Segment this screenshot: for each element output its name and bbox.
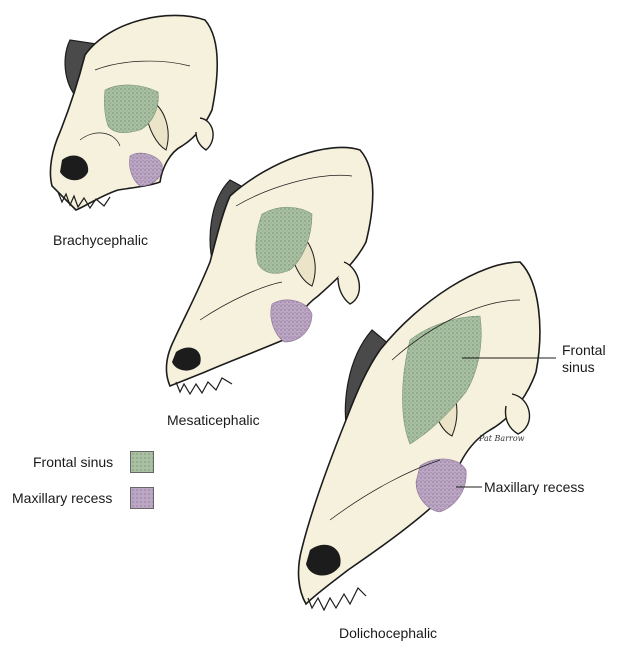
caption-dolichocephalic: Dolichocephalic <box>339 625 438 641</box>
callout-maxillary-recess: Maxillary recess <box>484 479 585 495</box>
callout-frontal-line2: sinus <box>562 359 595 375</box>
dolichocephalic-skull <box>297 261 541 612</box>
caption-mesaticephalic: Mesaticephalic <box>167 412 260 428</box>
brachy-teeth <box>57 191 111 210</box>
caption-brachycephalic: Brachycephalic <box>53 232 148 248</box>
mesati-maxillary-recess <box>270 299 313 343</box>
brachy-nasal-opening <box>60 155 89 181</box>
mesati-frontal-sinus <box>255 206 313 274</box>
dolicho-nasal-opening <box>306 544 341 576</box>
dolicho-maxillary-recess <box>415 458 467 513</box>
dolicho-zygoma-hook <box>504 393 531 435</box>
brachy-zygoma-hook <box>195 117 214 151</box>
mesati-zygoma-hook <box>337 261 361 305</box>
dolicho-teeth <box>307 586 367 612</box>
mesati-teeth <box>175 377 233 396</box>
legend-label-frontal-sinus: Frontal sinus <box>33 454 114 470</box>
artist-signature: Pat Barrow <box>479 434 525 443</box>
mesati-nasal-opening <box>172 347 201 371</box>
brachycephalic-skull <box>49 14 218 211</box>
brachy-frontal-sinus <box>104 84 159 133</box>
dolicho-frontal-sinus <box>402 315 482 445</box>
mesaticephalic-skull <box>165 146 374 396</box>
purple-stipple-swatch-icon <box>130 487 154 509</box>
callout-frontal-line1: Frontal <box>562 342 606 358</box>
green-stipple-swatch-icon <box>130 451 154 473</box>
brachy-maxillary-recess <box>129 152 163 187</box>
legend-label-maxillary-recess: Maxillary recess <box>12 490 113 506</box>
